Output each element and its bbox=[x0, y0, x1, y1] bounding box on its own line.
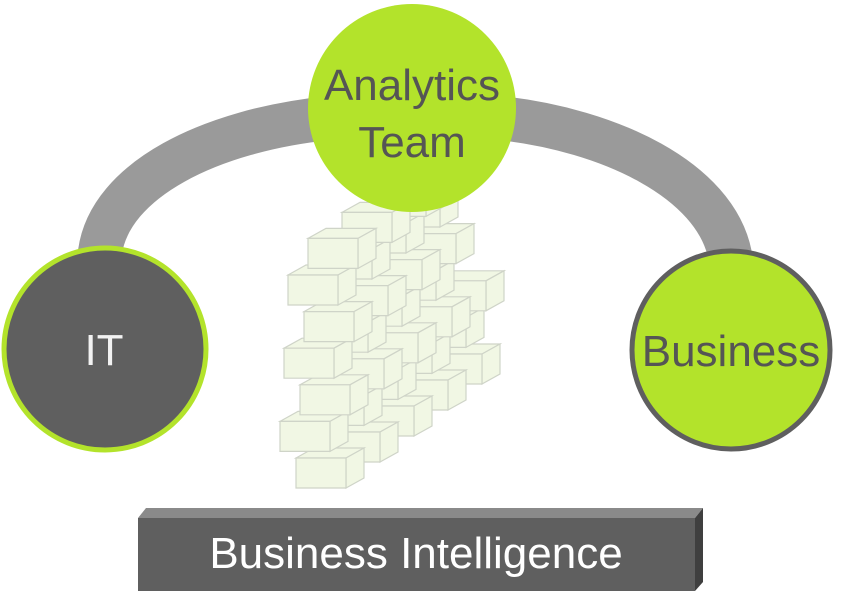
brick bbox=[335, 274, 409, 317]
business-circle bbox=[629, 248, 833, 452]
business-label: Business bbox=[642, 327, 821, 376]
banner-label: Business Intelligence bbox=[209, 529, 622, 578]
banner-top-face bbox=[138, 508, 703, 518]
business-node: Business bbox=[629, 248, 833, 452]
brick bbox=[301, 300, 375, 343]
analytics-team-node: Analytics Team bbox=[308, 4, 516, 212]
analytics-team-circle bbox=[308, 4, 516, 212]
brick bbox=[281, 337, 355, 380]
brick bbox=[305, 227, 379, 270]
brick bbox=[285, 263, 359, 307]
brick-wall bbox=[277, 175, 507, 490]
brick bbox=[277, 410, 351, 453]
brick bbox=[293, 446, 367, 490]
banner-front-face bbox=[138, 518, 695, 591]
it-label: IT bbox=[84, 326, 123, 375]
business-intelligence-banner: Business Intelligence bbox=[138, 508, 703, 591]
banner-side-face bbox=[695, 508, 703, 591]
analytics-team-label-line2: Team bbox=[358, 118, 466, 167]
brick bbox=[297, 373, 371, 416]
it-circle bbox=[1, 245, 209, 453]
it-node: IT bbox=[1, 245, 209, 453]
analytics-team-label-line1: Analytics bbox=[324, 61, 500, 110]
